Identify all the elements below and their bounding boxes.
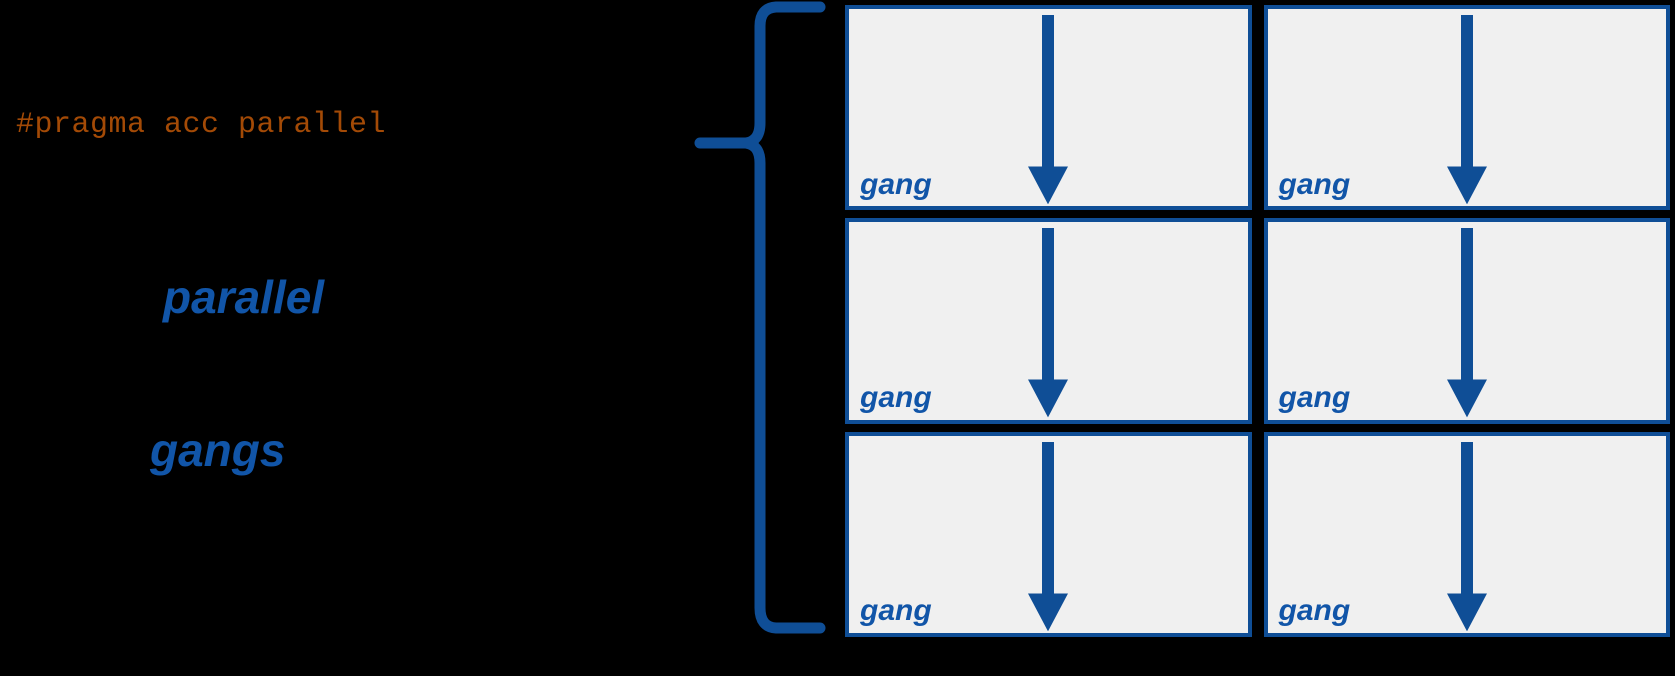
gang-grid: gang gang gang gang	[845, 5, 1670, 637]
down-arrow-icon	[1026, 228, 1070, 418]
down-arrow-icon	[1445, 441, 1489, 631]
gang-cell-label: gang	[860, 167, 932, 201]
gang-cell-label: gang	[1278, 167, 1351, 201]
down-arrow-icon	[1026, 15, 1070, 205]
keyword-parallel-label: parallel	[163, 271, 325, 323]
down-arrow-icon	[1026, 441, 1070, 631]
grouping-brace	[690, 0, 830, 650]
gang-cell: gang	[845, 431, 1252, 637]
down-arrow-icon	[1445, 15, 1489, 205]
gang-cell-label: gang	[860, 381, 932, 415]
gang-cell-label: gang	[860, 594, 932, 628]
down-arrow-icon	[1445, 228, 1489, 418]
gang-cell: gang	[1263, 431, 1670, 637]
pragma-directive-text: #pragma acc parallel	[16, 108, 387, 142]
keyword-gangs-label: gangs	[150, 424, 286, 476]
gang-cell: gang	[1263, 218, 1670, 424]
gang-cell-label: gang	[1278, 381, 1351, 415]
gang-cell-label: gang	[1278, 594, 1351, 628]
gang-cell: gang	[845, 218, 1252, 424]
gang-cell: gang	[845, 5, 1252, 211]
gang-cell: gang	[1263, 5, 1670, 211]
